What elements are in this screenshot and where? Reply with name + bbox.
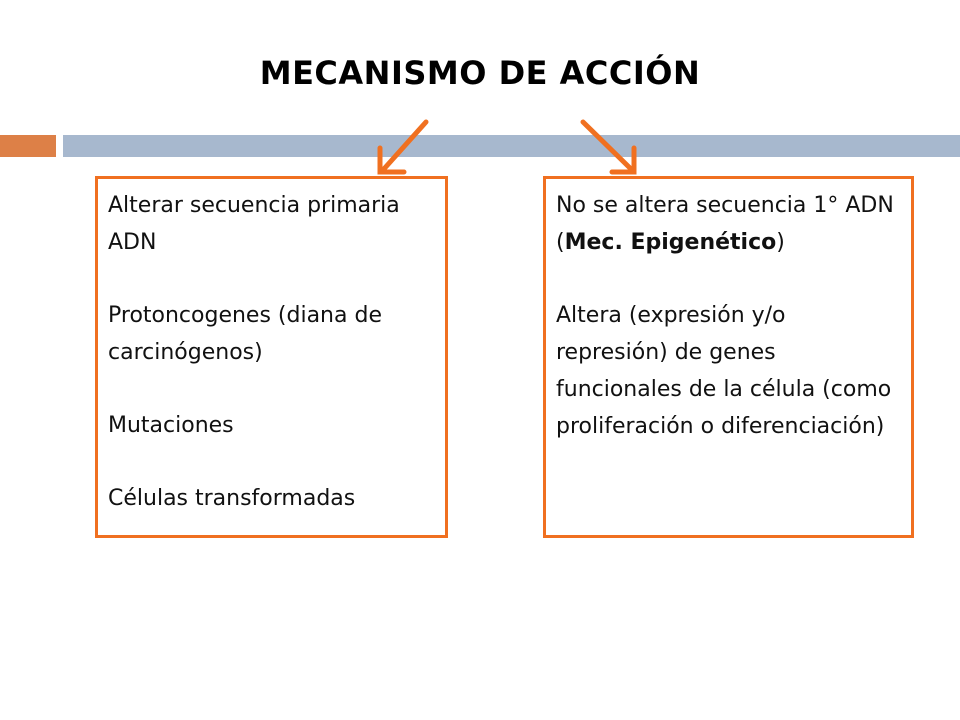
left-paragraph: Protoncogenes (diana de carcinógenos): [108, 303, 382, 365]
right-paragraph-1: No se altera secuencia 1° ADN (Mec. Epig…: [556, 187, 901, 261]
right-paragraph-2: Altera (expresión y/o represión) de gene…: [556, 303, 892, 439]
genotoxic-mechanism-box: Alterar secuencia primaria ADN Protoncog…: [95, 176, 448, 538]
arrow-right-icon: [580, 119, 637, 175]
left-paragraph: Células transformadas: [108, 486, 356, 511]
header-accent-bar-orange: [0, 135, 56, 157]
left-paragraph: Alterar secuencia primaria ADN: [108, 193, 400, 255]
right-p1-end: ): [776, 230, 785, 255]
arrow-left-icon: [377, 119, 429, 175]
slide-title: MECANISMO DE ACCIÓN: [259, 54, 701, 92]
left-paragraph: Mutaciones: [108, 413, 234, 438]
epigenetic-mechanism-box: No se altera secuencia 1° ADN (Mec. Epig…: [543, 176, 914, 538]
right-p1-bold: Mec. Epigenético: [564, 230, 777, 255]
right-p1-text: No se altera secuencia 1° ADN (: [556, 193, 894, 255]
header-accent-bar-blue: [63, 135, 960, 157]
